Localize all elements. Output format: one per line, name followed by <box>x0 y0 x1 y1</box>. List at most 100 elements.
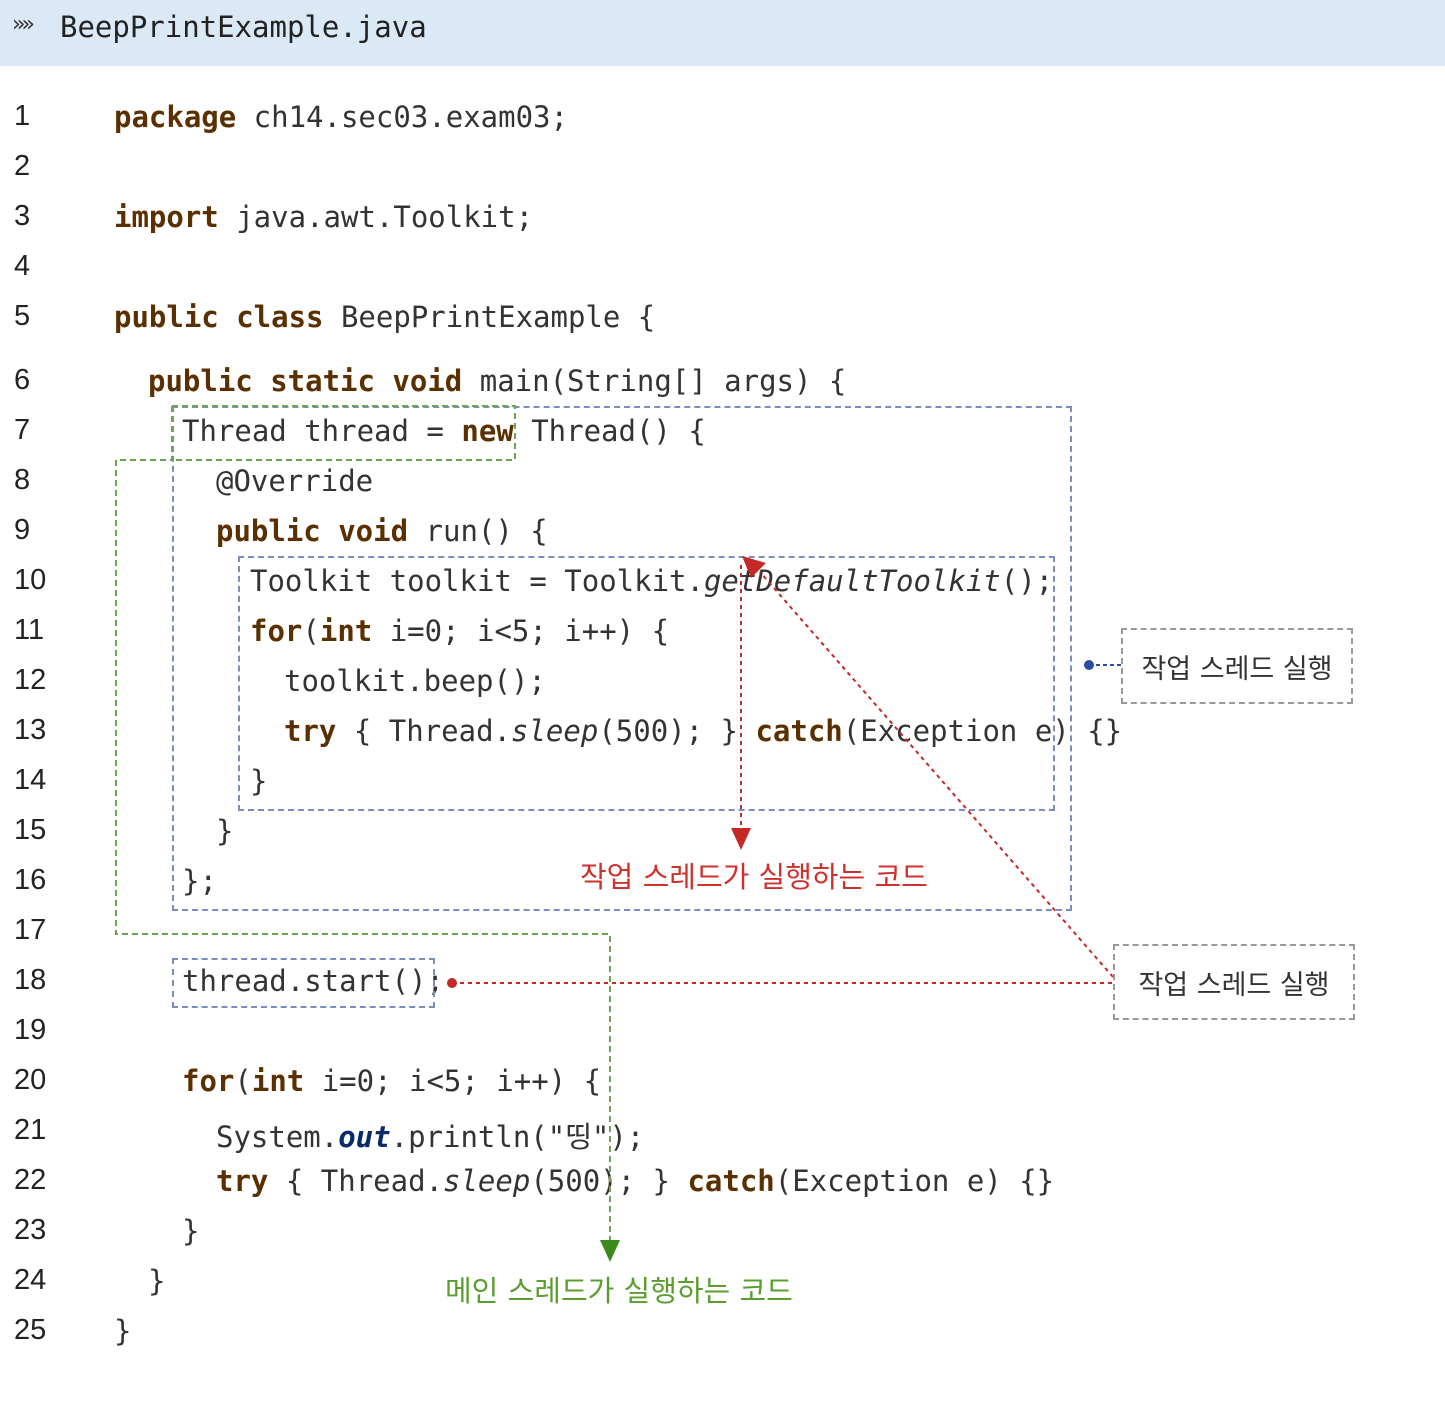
line-number: 12 <box>14 664 47 696</box>
code-line-25: } <box>114 1314 131 1348</box>
code-text: Thread thread = <box>182 414 462 448</box>
code-line-10: Toolkit toolkit = Toolkit.getDefaultTool… <box>250 564 1053 598</box>
callout-worker-execution-bottom: 작업 스레드 실행 <box>1113 944 1355 1020</box>
code-text: i=0; i<5; i++) { <box>372 614 670 648</box>
callout-top-dot <box>1084 660 1094 670</box>
method-name: sleep <box>443 1164 531 1198</box>
main-thread-outline <box>115 406 611 1240</box>
code-text: } <box>182 1214 200 1248</box>
code-text: Toolkit toolkit = Toolkit. <box>250 564 704 598</box>
file-name: BeepPrintExample.java <box>60 10 427 44</box>
code-text: run() { <box>408 514 548 548</box>
code-text: } <box>216 814 234 848</box>
keyword: for <box>182 1064 235 1098</box>
start-connector-dot <box>447 978 457 988</box>
keyword: new <box>461 414 514 448</box>
line-number: 4 <box>14 250 31 282</box>
line-number: 19 <box>14 1014 47 1046</box>
code-text: Thread() { <box>513 414 706 448</box>
line-number: 25 <box>14 1314 47 1346</box>
line-number: 18 <box>14 964 47 996</box>
line-number: 8 <box>14 464 31 496</box>
keyword: try <box>284 714 337 748</box>
line-number: 17 <box>14 914 47 946</box>
code-text: .println("띵"); <box>390 1120 645 1154</box>
code-line-22: try { Thread.sleep(500); } catch(Excepti… <box>216 1164 1054 1198</box>
code-line-12: toolkit.beep(); <box>284 664 546 698</box>
line-number: 20 <box>14 1064 47 1096</box>
main-code-label: 메인 스레드가 실행하는 코드 <box>445 1274 793 1308</box>
code-line-6: public static void main(String[] args) { <box>148 364 846 398</box>
code-line-11: for(int i=0; i<5; i++) { <box>250 614 669 648</box>
code-line-24: } <box>148 1264 165 1298</box>
line-number: 23 <box>14 1214 47 1246</box>
code-line-14: } <box>250 764 267 798</box>
code-line-7: Thread thread = new Thread() { <box>182 414 706 448</box>
line-number: 5 <box>14 300 31 332</box>
line-number: 14 <box>14 764 47 796</box>
line-number: 6 <box>14 364 31 396</box>
code-line-5: public class BeepPrintExample { <box>114 300 655 334</box>
thread-object-box <box>172 406 1072 911</box>
code-text: ch14.sec03.exam03; <box>236 100 568 134</box>
code-line-13: try { Thread.sleep(500); } catch(Excepti… <box>284 714 1122 748</box>
code-text: toolkit.beep(); <box>284 664 546 698</box>
code-line-18: thread.start(); <box>182 964 444 998</box>
code-text: } <box>148 1264 166 1298</box>
code-text: }; <box>182 864 217 898</box>
code-text: main(String[] args) { <box>462 364 847 398</box>
line-number: 7 <box>14 414 31 446</box>
code-text: ( <box>234 1064 252 1098</box>
code-line-21: System.out.println("띵"); <box>216 1114 644 1156</box>
code-line-16: }; <box>182 864 217 898</box>
code-line-3: import java.awt.Toolkit; <box>114 200 533 234</box>
chevron-icon: »» <box>12 12 35 37</box>
code-text: i=0; i<5; i++) { <box>304 1064 602 1098</box>
line-number: 2 <box>14 150 31 182</box>
keyword: public static void <box>148 364 463 398</box>
code-text: (Exception e) {} <box>774 1164 1055 1198</box>
start-arrow-diagonal <box>759 571 1114 978</box>
line-number: 22 <box>14 1164 47 1196</box>
title-bar: »» BeepPrintExample.java <box>0 0 1445 66</box>
code-line-23: } <box>182 1214 199 1248</box>
run-body-box <box>238 556 1055 811</box>
worker-arrow-head <box>731 828 751 850</box>
keyword: package <box>114 100 237 134</box>
keyword: catch <box>687 1164 775 1198</box>
keyword: for <box>250 614 303 648</box>
line-number: 13 <box>14 714 47 746</box>
method-name: sleep <box>511 714 599 748</box>
keyword: public class <box>114 300 324 334</box>
code-line-8: @Override <box>216 464 373 498</box>
line-number: 9 <box>14 514 31 546</box>
annotation-text: @Override <box>216 464 374 498</box>
code-line-20: for(int i=0; i<5; i++) { <box>182 1064 601 1098</box>
code-text: ( <box>302 614 320 648</box>
keyword: try <box>216 1164 269 1198</box>
code-text: System. <box>216 1120 339 1154</box>
main-arrow-head <box>600 1240 620 1262</box>
code-text: thread.start(); <box>182 964 444 998</box>
code-text: (500); } <box>530 1164 688 1198</box>
main-thread-outline-top <box>172 405 516 461</box>
code-line-1: package ch14.sec03.exam03; <box>114 100 568 134</box>
line-number: 15 <box>14 814 47 846</box>
line-number: 21 <box>14 1114 47 1146</box>
keyword: int <box>319 614 373 648</box>
callout-worker-execution-top: 작업 스레드 실행 <box>1121 628 1353 704</box>
keyword: catch <box>755 714 843 748</box>
code-text: java.awt.Toolkit; <box>218 200 534 234</box>
line-number: 10 <box>14 564 47 596</box>
code-line-15: } <box>216 814 233 848</box>
thread-start-box <box>172 958 435 1008</box>
code-text: } <box>250 764 268 798</box>
code-text: } <box>114 1314 132 1348</box>
code-text: BeepPrintExample { <box>323 300 656 334</box>
code-text: (); <box>1000 564 1054 598</box>
code-text: (Exception e) {} <box>842 714 1123 748</box>
start-arrow-head <box>742 556 766 578</box>
code-text: { Thread. <box>336 714 511 748</box>
line-number: 11 <box>14 614 45 646</box>
